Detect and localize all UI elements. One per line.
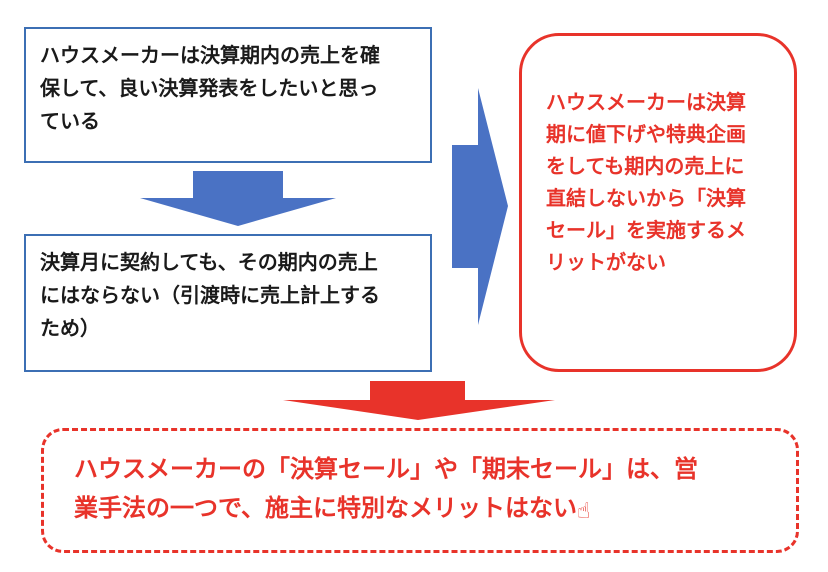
text-line: 直結しないから「決算 <box>546 186 746 210</box>
text-line: ため） <box>40 316 100 340</box>
box-summary: ハウスメーカーの「決算セール」や「期末セール」は、営 業手法の一つで、施主に特別… <box>41 428 799 553</box>
text-line: 業手法の一つで、施主に特別なメリットはない☝ <box>74 489 774 531</box>
text-line: ハウスメーカーの「決算セール」や「期末セール」は、営 <box>74 455 698 483</box>
text-line: リットがない <box>546 250 666 274</box>
pointing-hand-icon: ☝ <box>577 499 591 524</box>
right-arrow-blue <box>452 88 508 325</box>
text-line: ハウスメーカーは決算期内の売上を確 <box>40 43 380 67</box>
text-line: 決算月に契約しても、その期内の売上 <box>40 250 378 274</box>
down-arrow-blue <box>140 171 336 226</box>
box-conclusion: ハウスメーカーは決算 期に値下げや特典企画 をしても期内の売上に 直結しないから… <box>519 33 797 372</box>
text-line: をしても期内の売上に <box>546 154 745 178</box>
text-line: 期に値下げや特典企画 <box>546 122 746 146</box>
down-arrow-red <box>283 381 555 420</box>
text-line: 保して、良い決算発表をしたいと思っ <box>40 76 379 100</box>
text-line: ハウスメーカーは決算 <box>546 90 746 114</box>
text-line: にはならない（引渡時に売上計上する <box>40 283 380 307</box>
box-goal: ハウスメーカーは決算期内の売上を確 保して、良い決算発表をしたいと思っ ている <box>24 27 432 163</box>
text-line: セール」を実施するメ <box>546 218 746 242</box>
text-line: ている <box>40 109 100 133</box>
box-contract: 決算月に契約しても、その期内の売上 にはならない（引渡時に売上計上する ため） <box>24 234 432 372</box>
text-line-content: 業手法の一つで、施主に特別なメリットはない <box>74 494 578 522</box>
